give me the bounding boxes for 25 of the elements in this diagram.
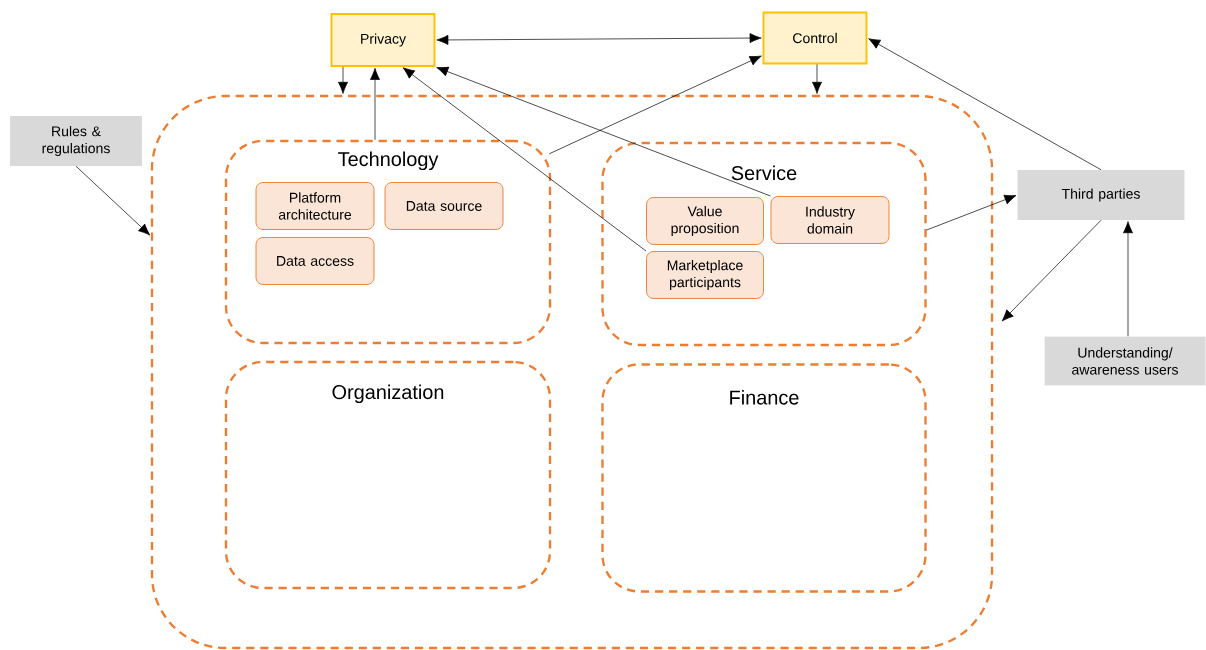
element-box: Industry domain — [770, 196, 890, 244]
arrow — [1001, 219, 1102, 322]
element-box: Value proposition — [646, 197, 764, 245]
dimension-box: Finance — [601, 363, 927, 593]
dimension-box: Organization — [224, 360, 552, 590]
concept-box: Control — [762, 11, 868, 65]
concept-box: Privacy — [330, 13, 436, 67]
arrow — [926, 194, 1017, 231]
arrow — [812, 64, 822, 94]
element-box: Platform architecture — [255, 182, 375, 230]
element-box: Data source — [384, 182, 504, 230]
arrow — [436, 66, 771, 197]
arrow — [338, 66, 348, 94]
arrow — [436, 33, 762, 45]
arrow — [548, 55, 762, 155]
external-factor-box: Third parties — [1017, 170, 1185, 220]
arrow — [370, 67, 380, 141]
external-factor-box: Understanding/ awareness users — [1044, 336, 1206, 386]
arrow — [868, 38, 1102, 171]
arrow — [1123, 221, 1133, 337]
arrow — [402, 67, 647, 252]
arrow — [75, 165, 151, 236]
element-box: Data access — [255, 237, 375, 285]
external-factor-box: Rules & regulations — [10, 116, 142, 166]
element-box: Marketplace participants — [646, 251, 764, 299]
